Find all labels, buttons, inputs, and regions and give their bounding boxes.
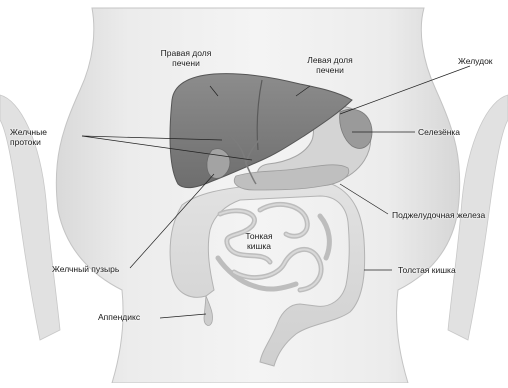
left-liver-lobe-label-line1: Левая доля — [290, 55, 370, 65]
small-intestine-label-line1: Тонкая — [234, 231, 284, 241]
spleen-label: Селезёнка — [418, 127, 460, 137]
appendix-label: Аппендикс — [98, 312, 140, 322]
small-intestine-label-line2: кишка — [234, 241, 284, 251]
bile-ducts-label: Желчные протоки — [10, 127, 47, 147]
stomach-label: Желудок — [458, 56, 493, 66]
right-liver-lobe-label-line1: Правая доля — [146, 48, 226, 58]
bile-ducts-label-line2: протоки — [10, 137, 47, 147]
large-intestine-label: Толстая кишка — [398, 265, 456, 275]
small-intestine-label: Тонкая кишка — [234, 231, 284, 251]
left-liver-lobe-label: Левая доля печени — [290, 55, 370, 75]
pancreas-label: Поджелудочная железа — [392, 210, 485, 220]
bile-ducts-label-line1: Желчные — [10, 127, 47, 137]
gallbladder-label: Желчный пузырь — [52, 264, 119, 274]
left-liver-lobe-label-line2: печени — [290, 65, 370, 75]
right-liver-lobe-label-line2: печени — [146, 58, 226, 68]
right-liver-lobe-label: Правая доля печени — [146, 48, 226, 68]
